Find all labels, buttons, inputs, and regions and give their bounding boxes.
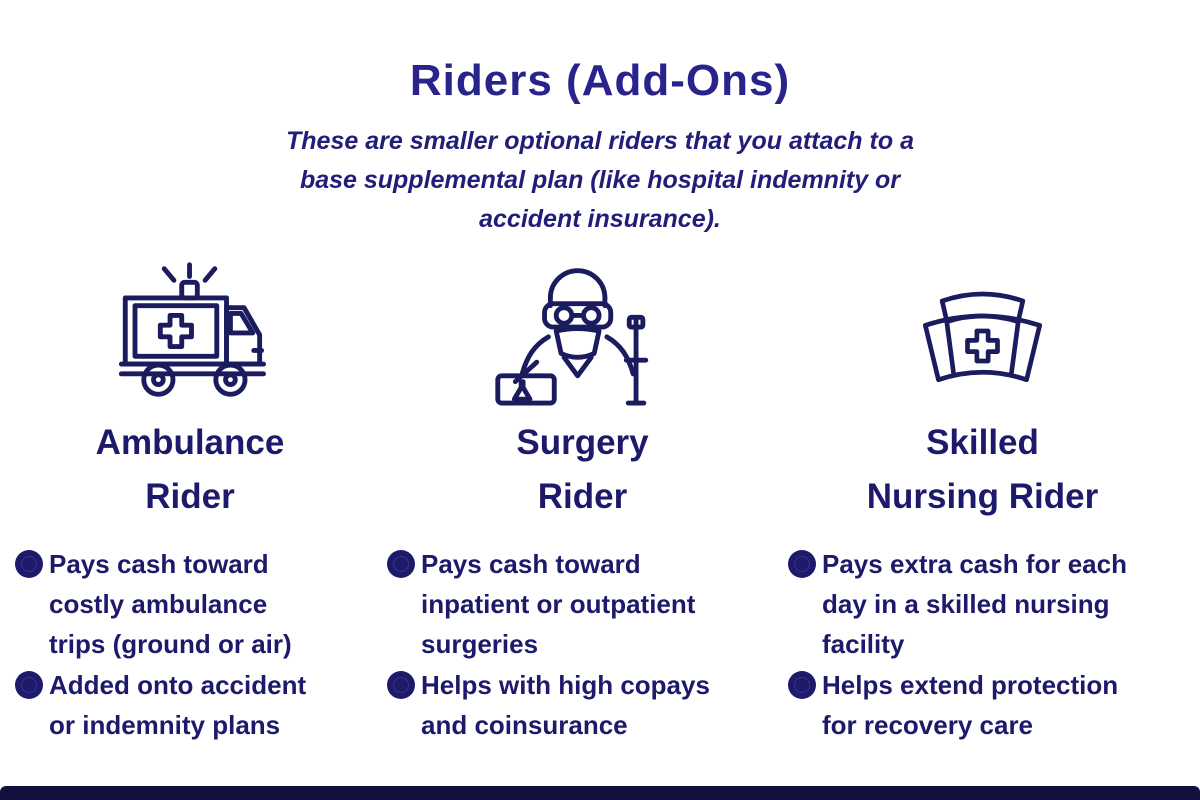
bullet-text: Helps extend protection for recovery car…	[822, 670, 1119, 740]
column-title-skilled-nursing: Skilled Nursing Rider	[866, 423, 1099, 516]
page-title: Riders (Add-Ons)	[409, 56, 791, 105]
surgeon-icon	[385, 250, 780, 412]
bullet-text: Pays cash toward costly ambulance trips …	[49, 549, 292, 659]
bullet-list-ambulance: Pays cash toward costly ambulance trips …	[15, 544, 365, 745]
bullet-list-surgery: Pays cash toward inpatient or outpatient…	[385, 544, 780, 745]
bullet-text: Helps with high copays and coinsurance	[421, 670, 710, 740]
nurse-cap-icon	[780, 250, 1185, 412]
column-title-ambulance: Ambulance Rider	[95, 423, 285, 516]
bullet-text: Pays cash toward inpatient or outpatient…	[421, 549, 696, 659]
bullet-dot-icon	[387, 550, 415, 578]
bullet-dot-icon	[788, 671, 816, 699]
bullet-item: Helps with high copays and coinsurance	[387, 665, 780, 745]
bullet-text: Added onto accident or indemnity plans	[49, 670, 307, 740]
bullet-dot-icon	[15, 550, 43, 578]
bullet-item: Helps extend protection for recovery car…	[788, 665, 1185, 745]
bullet-dot-icon	[15, 671, 43, 699]
column-surgery-rider: Surgery Rider Pays cash toward inpatient…	[385, 250, 780, 746]
bullet-list-skilled-nursing: Pays extra cash for each day in a skille…	[780, 544, 1185, 745]
bullet-text: Pays extra cash for each day in a skille…	[822, 549, 1127, 659]
page-subtitle: These are smaller optional riders that y…	[286, 127, 914, 233]
bullet-item: Pays cash toward inpatient or outpatient…	[387, 544, 780, 664]
bullet-item: Added onto accident or indemnity plans	[15, 665, 365, 745]
bullet-item: Pays cash toward costly ambulance trips …	[15, 544, 365, 664]
bullet-dot-icon	[788, 550, 816, 578]
bullet-item: Pays extra cash for each day in a skille…	[788, 544, 1185, 664]
column-title-surgery: Surgery Rider	[516, 423, 649, 516]
footer-bar	[0, 786, 1200, 800]
column-ambulance-rider: Ambulance Rider Pays cash toward costly …	[15, 250, 365, 746]
bullet-dot-icon	[387, 671, 415, 699]
column-skilled-nursing-rider: Skilled Nursing Rider Pays extra cash fo…	[780, 250, 1185, 746]
ambulance-icon	[15, 250, 365, 412]
